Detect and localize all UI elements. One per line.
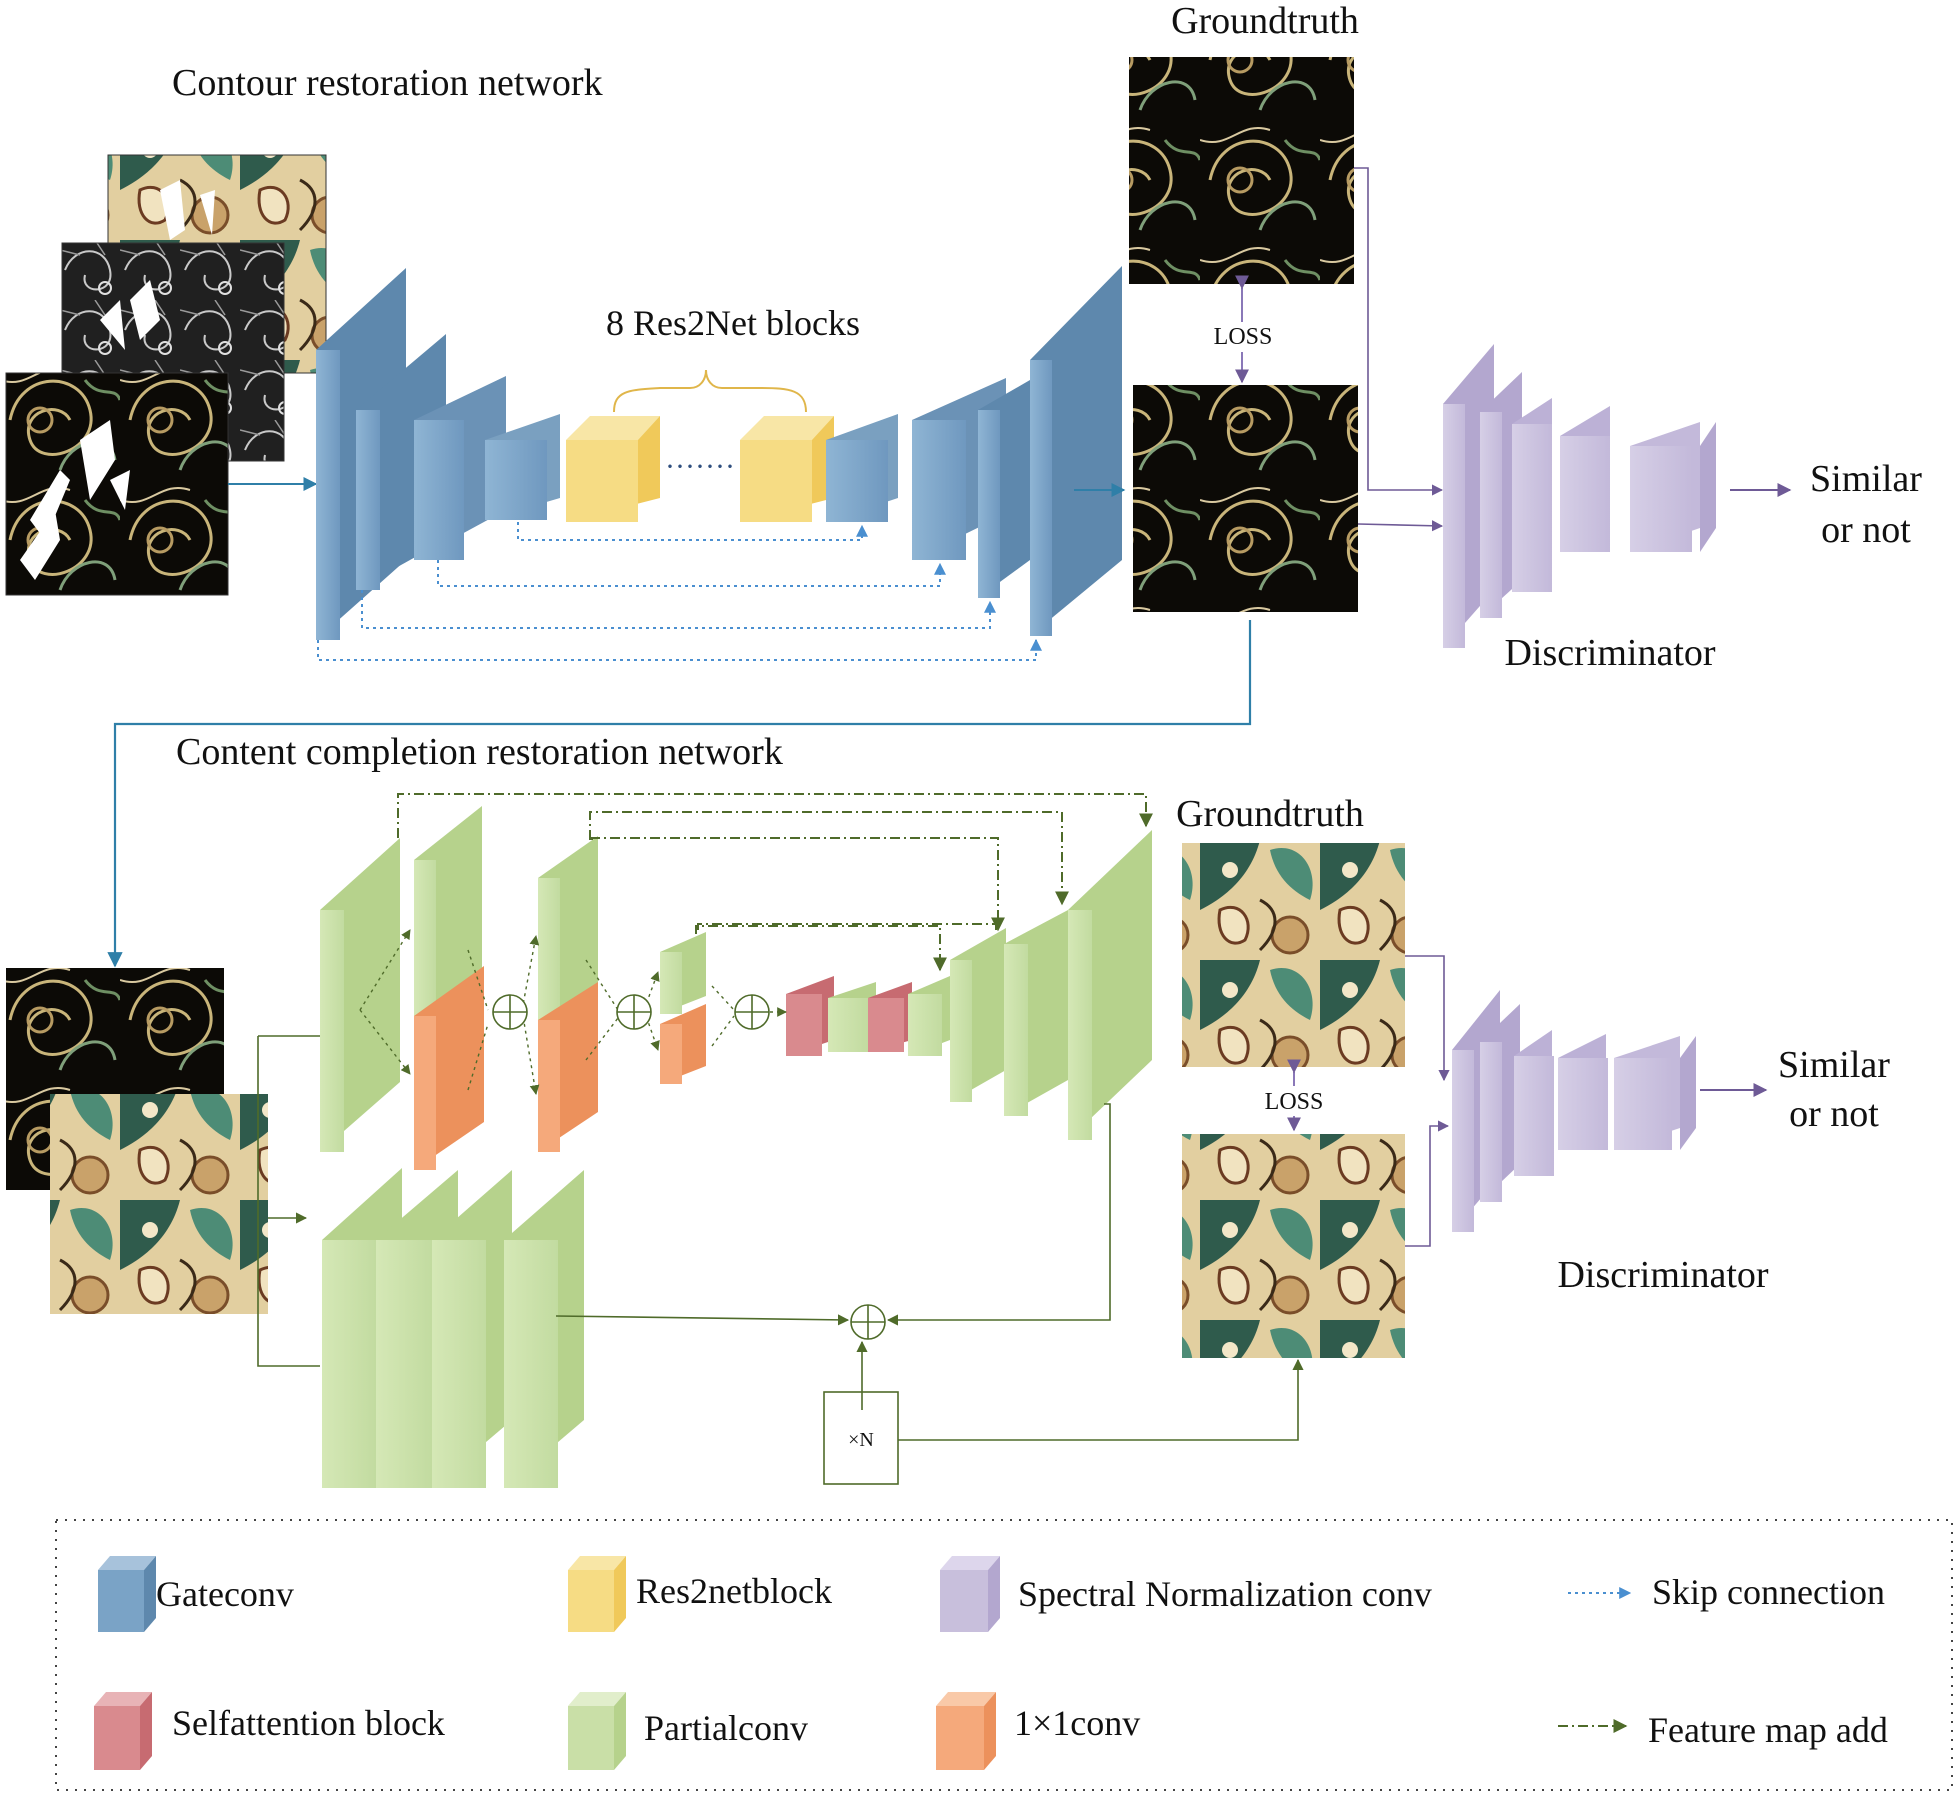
contour-discriminator	[1443, 344, 1716, 648]
content-output-line2: or not	[1789, 1093, 1879, 1135]
legend-label-skip: Skip connection	[1652, 1572, 1885, 1612]
legend: Gateconv Res2netblock Spectral Normaliza…	[94, 1556, 1888, 1770]
legend-spectral: Spectral Normalization conv	[940, 1556, 1432, 1632]
content-network-title: Content completion restoration network	[176, 731, 783, 773]
contour-discriminator-label: Discriminator	[1504, 632, 1715, 674]
content-groundtruth-image	[1182, 843, 1405, 1067]
repeat-box	[823, 1391, 899, 1485]
legend-partialconv: Partialconv	[568, 1692, 808, 1770]
contour-generator: ·······	[316, 266, 1122, 640]
legend-res2netblock: Res2netblock	[568, 1556, 832, 1632]
content-input-images	[6, 968, 268, 1314]
content-generator-lower	[322, 1168, 584, 1488]
legend-label-gateconv: Gateconv	[156, 1574, 294, 1614]
contour-network-title: Contour restoration network	[172, 62, 603, 104]
content-output-line1: Similar	[1778, 1044, 1890, 1086]
content-generator-upper	[320, 806, 1152, 1170]
skip-connections	[317, 522, 1042, 661]
contour-output-line1: Similar	[1810, 458, 1922, 500]
merge-add	[850, 1304, 886, 1340]
legend-featureadd: Feature map add	[1558, 1710, 1888, 1750]
legend-label-spectral: Spectral Normalization conv	[1018, 1574, 1432, 1614]
legend-conv1x1: 1×1conv	[936, 1692, 1140, 1770]
legend-label-partialconv: Partialconv	[644, 1708, 808, 1748]
repeat-label: ×N	[848, 1429, 874, 1451]
contour-input-images	[5, 154, 327, 596]
add-ops	[492, 994, 770, 1030]
contour-groundtruth-label: Groundtruth	[1171, 0, 1359, 42]
contour-groundtruth-image	[1129, 57, 1354, 284]
contour-output-line2: or not	[1821, 509, 1911, 551]
contour-loss-label: LOSS	[1214, 324, 1273, 350]
content-groundtruth-label: Groundtruth	[1176, 793, 1364, 835]
legend-label-res2netblock: Res2netblock	[636, 1571, 832, 1611]
content-discriminator	[1452, 990, 1696, 1232]
contour-output-image	[1133, 385, 1358, 612]
content-loss-label: LOSS	[1265, 1089, 1324, 1115]
legend-label-selfattention: Selfattention block	[172, 1703, 445, 1743]
legend-gateconv: Gateconv	[98, 1556, 294, 1632]
content-discriminator-label: Discriminator	[1557, 1254, 1768, 1296]
res2net-label: 8 Res2Net blocks	[606, 303, 860, 343]
legend-skip: Skip connection	[1568, 1572, 1885, 1612]
legend-selfattention: Selfattention block	[94, 1692, 445, 1770]
legend-label-conv1x1: 1×1conv	[1014, 1703, 1140, 1743]
svg-text:·······: ·······	[665, 450, 735, 483]
content-output-image	[1182, 1134, 1405, 1358]
legend-box	[55, 1519, 1953, 1791]
legend-label-featureadd: Feature map add	[1648, 1710, 1888, 1750]
feature-map-add-connections	[397, 793, 1153, 972]
